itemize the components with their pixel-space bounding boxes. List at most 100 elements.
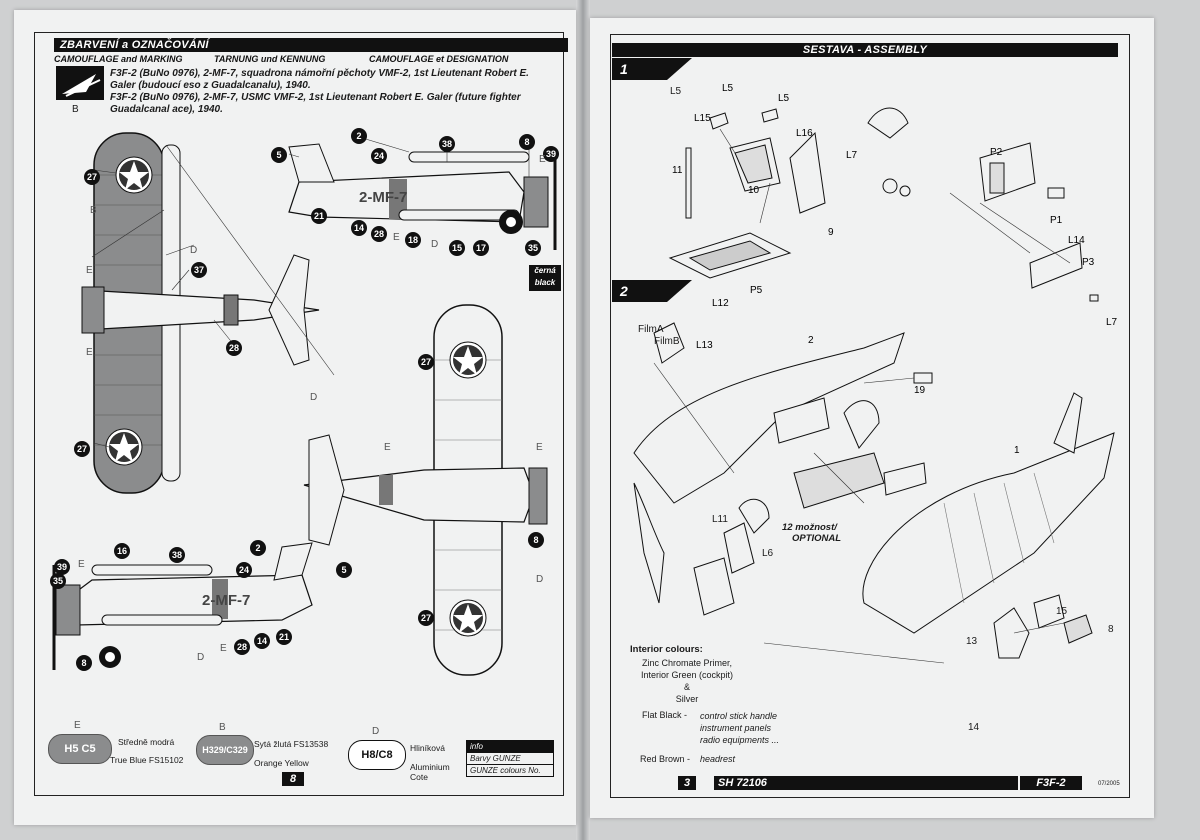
side-view-left: 2-MF-7 16 38 2 24 5 39 35 8 28 14 21 EED: [50, 540, 352, 671]
svg-text:L16: L16: [796, 128, 813, 139]
svg-text:E: E: [86, 265, 93, 276]
colour-name-cz-blue: Středně modrá: [118, 737, 175, 747]
interior-colours-list: Zinc Chromate Primer, Interior Green (co…: [640, 658, 734, 704]
swatch-letter-e: E: [74, 720, 81, 731]
svg-text:39: 39: [57, 562, 67, 572]
description-english: F3F-2 (BuNo 0976), 2-MF-7, USMC VMF-2, 1…: [110, 92, 521, 115]
interior-colours-title: Interior colours:: [630, 644, 703, 655]
svg-text:15: 15: [452, 243, 462, 253]
svg-text:P1: P1: [1050, 215, 1063, 226]
svg-text:28: 28: [229, 343, 239, 353]
svg-text:L15: L15: [694, 113, 711, 124]
svg-text:39: 39: [546, 149, 556, 159]
kit-logo-icon: [56, 66, 104, 100]
svg-text:L12: L12: [712, 298, 729, 309]
svg-text:L5: L5: [778, 93, 790, 104]
part-l11: L11: [712, 514, 728, 525]
svg-text:E: E: [86, 347, 93, 358]
svg-text:L7: L7: [846, 150, 858, 161]
svg-text:19: 19: [914, 385, 926, 396]
plan-view-drawing: 27 37 28 27 BDE ED: [74, 132, 335, 494]
subheader-en: CAMOUFLAGE and MARKING: [54, 54, 183, 64]
part-l6: L6: [762, 548, 774, 559]
part-filmb: FilmB: [654, 336, 680, 347]
svg-text:24: 24: [374, 151, 384, 161]
part-l5-a: L5: [670, 86, 682, 97]
svg-text:D: D: [197, 652, 204, 663]
svg-text:L7: L7: [1106, 317, 1118, 328]
left-page-number: 8: [282, 772, 304, 786]
left-page-camouflage: ZBARVENÍ a OZNAČOVÁNÍ CAMOUFLAGE and MAR…: [14, 10, 576, 825]
gunze-info-box: info Barvy GUNZE GUNZE colours No.: [466, 740, 554, 777]
svg-text:18: 18: [408, 235, 418, 245]
right-page-number: 3: [678, 776, 696, 790]
swatch-aluminium: H8/C8: [348, 740, 406, 770]
subheader-de: TARNUNG und KENNUNG: [214, 54, 326, 64]
svg-text:38: 38: [172, 550, 182, 560]
svg-text:L5: L5: [722, 83, 734, 94]
svg-text:P5: P5: [750, 285, 763, 296]
part-14: 14: [968, 722, 980, 733]
svg-text:21: 21: [314, 211, 324, 221]
svg-text:14: 14: [257, 636, 267, 646]
camouflage-header: ZBARVENÍ a OZNAČOVÁNÍ: [54, 38, 568, 52]
svg-text:2: 2: [808, 335, 814, 346]
svg-text:L13: L13: [696, 340, 713, 351]
svg-text:27: 27: [77, 444, 87, 454]
model-name: F3F-2: [1020, 776, 1082, 790]
svg-text:28: 28: [374, 229, 384, 239]
svg-text:E: E: [384, 442, 391, 453]
variant-letter: B: [72, 104, 79, 115]
svg-text:14: 14: [354, 223, 364, 233]
svg-text:5: 5: [276, 150, 281, 160]
book-gutter: [576, 0, 590, 840]
svg-text:E: E: [393, 232, 400, 243]
step-2-badge: 2: [612, 280, 692, 302]
red-brown-label: Red Brown -: [640, 754, 691, 764]
description-czech: F3F-2 (BuNo 0976), 2-MF-7, squadrona nám…: [110, 68, 529, 91]
svg-text:P2: P2: [990, 147, 1003, 158]
svg-text:D: D: [310, 392, 317, 403]
svg-text:8: 8: [524, 137, 529, 147]
svg-text:B: B: [90, 205, 97, 216]
svg-text:D: D: [431, 239, 438, 250]
red-brown-item: headrest: [700, 754, 736, 764]
svg-text:27: 27: [421, 357, 431, 367]
left-page-frame: [34, 32, 564, 796]
svg-text:17: 17: [476, 243, 486, 253]
svg-text:1: 1: [620, 61, 628, 77]
svg-text:E: E: [220, 643, 227, 654]
svg-text:11: 11: [672, 165, 683, 176]
svg-text:27: 27: [87, 172, 97, 182]
svg-text:2-MF-7: 2-MF-7: [202, 592, 250, 609]
assembly-header: SESTAVA - ASSEMBLY: [612, 43, 1118, 57]
svg-text:2-MF-7: 2-MF-7: [359, 189, 407, 206]
svg-text:38: 38: [442, 139, 452, 149]
svg-text:35: 35: [528, 243, 538, 253]
svg-text:E: E: [539, 154, 546, 165]
svg-text:27: 27: [421, 613, 431, 623]
svg-text:16: 16: [117, 546, 127, 556]
svg-text:8: 8: [81, 658, 86, 668]
svg-text:2: 2: [255, 543, 260, 553]
colour-name-cz-aluminium: Hliníková: [410, 743, 445, 753]
step-1-badge: 1: [612, 58, 692, 80]
swatch-letter-d: D: [372, 726, 380, 737]
svg-text:D: D: [190, 245, 197, 256]
svg-text:E: E: [78, 559, 85, 570]
part-8: 8: [1108, 624, 1114, 635]
colour-name-cz-yellow: Sytá žlutá FS13538: [254, 739, 329, 749]
svg-text:2: 2: [356, 131, 361, 141]
flat-black-items: control stick handle instrument panels r…: [700, 711, 780, 745]
svg-text:2: 2: [619, 283, 628, 299]
right-page-frame: [610, 34, 1130, 798]
part-filma: FilmA: [638, 324, 664, 335]
kit-number: SH 72106: [714, 776, 1018, 790]
svg-text:28: 28: [237, 642, 247, 652]
flat-black-label: Flat Black -: [642, 710, 688, 720]
svg-text:21: 21: [279, 632, 289, 642]
svg-text:L14: L14: [1068, 235, 1085, 246]
right-page-assembly: SESTAVA - ASSEMBLY 1: [590, 18, 1154, 818]
